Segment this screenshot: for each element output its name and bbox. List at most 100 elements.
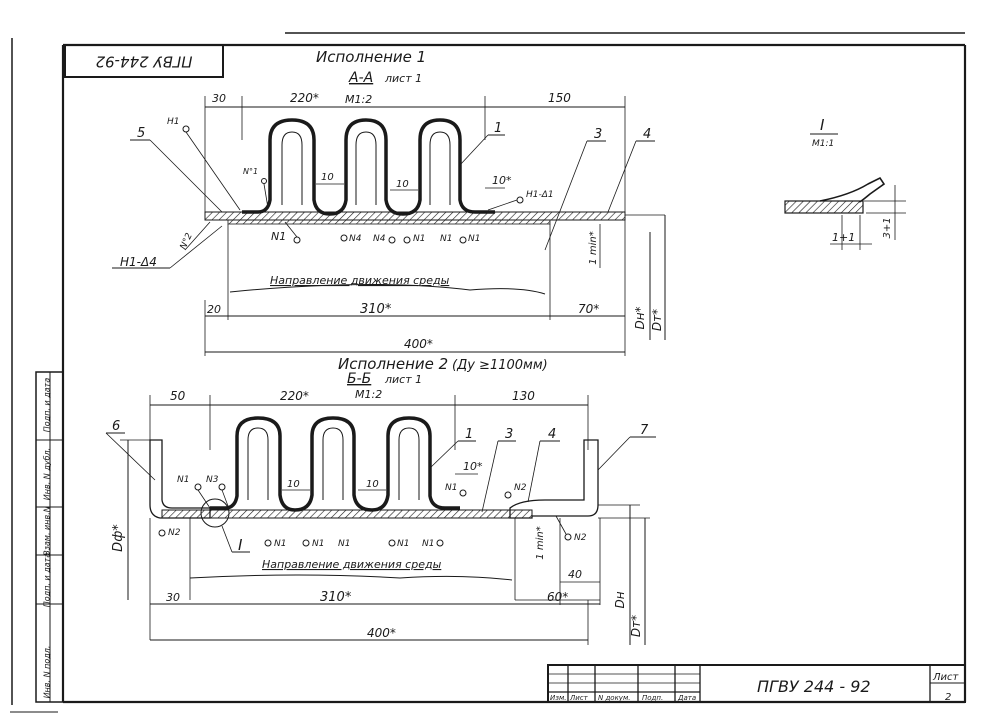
tb-header-1: Лист: [569, 694, 589, 702]
v2-bellows: [210, 416, 460, 512]
v2-dim-right: 130: [512, 389, 535, 403]
v2-flow-line: [189, 574, 513, 581]
variant-2-view: Исполнение 2 (Ду ≥1100мм) Б-Б лист 1 М1:…: [105, 355, 656, 645]
title-block: Изм. Лист N докум. Подп. Дата ПГВУ 244 -…: [547, 664, 966, 703]
v2-bottom-dims: 30 310* 60* 400* 40: [150, 568, 600, 645]
v1-weld-n1-left: N°1: [243, 167, 258, 176]
v1-top-dims: 30 220* 150: [204, 91, 626, 215]
v1-callout-1: 1: [494, 121, 502, 136]
variant1-scale: М1:2: [345, 93, 372, 106]
v2-dim-bottom-left: 30: [166, 591, 180, 604]
v2-dim-min: 1 min*: [535, 526, 546, 559]
v2-callout-4: 4: [548, 427, 556, 442]
v1-flow-label: Направление движения среды: [270, 274, 450, 287]
v2-dim-df: Dф*: [111, 524, 126, 552]
v2-weld-n1-a: N1: [177, 475, 189, 485]
tb-sheet-label: Лист: [932, 672, 960, 683]
tb-header-2: N докум.: [598, 694, 630, 702]
v2-conv-pitch-b: 10: [366, 479, 379, 490]
variant1-title: Исполнение 1: [316, 48, 426, 66]
v1-pipe-wall: [204, 211, 626, 300]
detail-dim-h: 3+1: [882, 217, 893, 238]
variant2-section: Б-Б: [347, 371, 371, 387]
v2-weld-n1-e: N1: [397, 539, 409, 549]
variant2-sheet-ref: лист 1: [384, 373, 422, 386]
inverted-doc-stamp: ПГВУ 244-92: [64, 44, 224, 78]
v2-dim-dt: Dт*: [629, 615, 643, 637]
v2-weld-n1-f: N1: [422, 539, 434, 549]
v1-weld-n4-a: N4: [349, 234, 362, 244]
v1-dim-total: 400*: [404, 337, 433, 351]
v2-weld-n3: N3: [206, 475, 219, 485]
v2-weld-n1-d: N1: [338, 539, 350, 549]
variant1-section: А-А: [348, 70, 373, 86]
tb-header-4: Дата: [677, 694, 696, 702]
v1-weld-n1-top: Н1: [167, 117, 180, 127]
v1-diameter-dims: Dн* Dт* 1 min*: [588, 214, 666, 340]
v1-dim-right: 150: [548, 91, 571, 105]
v2-dim-edge: 10*: [463, 460, 483, 473]
variant2-title: Исполнение 2: [338, 355, 448, 373]
detail-title: I: [820, 116, 825, 134]
v2-weld-n2-right: N2: [574, 533, 587, 543]
v2-dim-bottom-mid: 310*: [320, 590, 352, 605]
v2-detail-circle: [200, 498, 230, 528]
v1-weld-n1-right: Н1-Δ1: [526, 190, 554, 200]
v1-dim-mid: 220*: [290, 91, 319, 105]
detail-I-view: I М1:1 1+1 3+1: [784, 116, 906, 250]
v1-dim-left: 30: [212, 92, 226, 105]
side-label-2: Взам. инв.N: [43, 506, 52, 555]
v2-top-dims: 50 220* 130: [149, 389, 589, 450]
side-label-1: Подп. и дата: [43, 553, 52, 608]
v1-conv-pitch-b: 10: [396, 179, 409, 190]
v1-conv-pitch: 10: [321, 172, 334, 183]
v2-weld-marks: N1 N3 N2 N1 N1 N1 N1 N1 N1 N2 N2: [158, 475, 587, 549]
v1-dim-edge: 10*: [492, 174, 512, 187]
side-frame-column: Инв. N подл. Подп. и дата Взам. инв.N Ин…: [35, 371, 64, 703]
v1-flow-line: [229, 283, 546, 295]
v2-callout-7: 7: [640, 423, 649, 438]
tb-sheet-no: 2: [945, 692, 951, 703]
v2-weld-n1-right: N1: [445, 483, 457, 493]
v2-callout-3: 3: [505, 427, 513, 442]
detail-scale: М1:1: [812, 139, 834, 149]
v2-diameter-dims: Dн Dт* Dф* 1 min*: [111, 439, 646, 645]
v2-callout-1: 1: [465, 427, 473, 442]
v2-weld-n2-left: N2: [168, 528, 181, 538]
v2-flow-label: Направление движения среды: [262, 558, 442, 571]
variant2-cond: (Ду ≥1100мм): [452, 358, 548, 373]
v1-weld-n1-b: N1: [413, 234, 425, 244]
variant2-scale: М1:2: [355, 388, 382, 401]
stamp-doc-code: ПГВУ 244-92: [96, 53, 193, 71]
side-label-0: Инв. N подл.: [43, 646, 52, 699]
v1-bellows: [242, 118, 495, 216]
tb-header-0: Изм.: [550, 694, 566, 702]
v2-detail-label: I: [238, 536, 243, 554]
v1-weld-n1-c: N1: [440, 234, 452, 244]
v2-callouts: 6 1 3 4 7 I: [105, 419, 656, 554]
v1-bottom-dims: 20 310* 70* 400*: [204, 300, 626, 356]
v1-weld-n4-b: N4: [373, 234, 386, 244]
v2-conv-pitch: 10: [287, 479, 300, 490]
v1-callout-5: 5: [137, 126, 145, 141]
v1-callout-3: 3: [594, 127, 602, 142]
v1-dim-dn: Dн*: [633, 306, 647, 329]
v2-weld-n1-b: N1: [274, 539, 286, 549]
v1-dim-min: 1 min*: [588, 231, 599, 264]
v2-callout-6: 6: [112, 419, 120, 434]
tb-header-3: Подп.: [642, 694, 663, 702]
v2-dim-40: 40: [568, 568, 582, 581]
v2-dim-left: 50: [170, 389, 186, 403]
variant1-sheet-ref: лист 1: [384, 72, 422, 85]
v1-weld-h1d4: Н1-Δ4: [120, 255, 157, 269]
v2-weld-n1-c: N1: [312, 539, 324, 549]
v2-pipe-wall: [149, 509, 533, 640]
v1-dim-bottom-left: 20: [207, 303, 221, 316]
tb-doc-code: ПГВУ 244 - 92: [757, 677, 871, 696]
v1-dim-bottom-right: 70*: [578, 302, 599, 316]
variant-1-view: Исполнение 1 А-А лист 1 М1:2 30 220* 150: [112, 48, 666, 356]
side-label-4: Подп. и дата: [43, 378, 52, 433]
v2-dim-mid: 220*: [280, 389, 309, 403]
v1-dim-bottom-mid: 310*: [360, 302, 392, 317]
